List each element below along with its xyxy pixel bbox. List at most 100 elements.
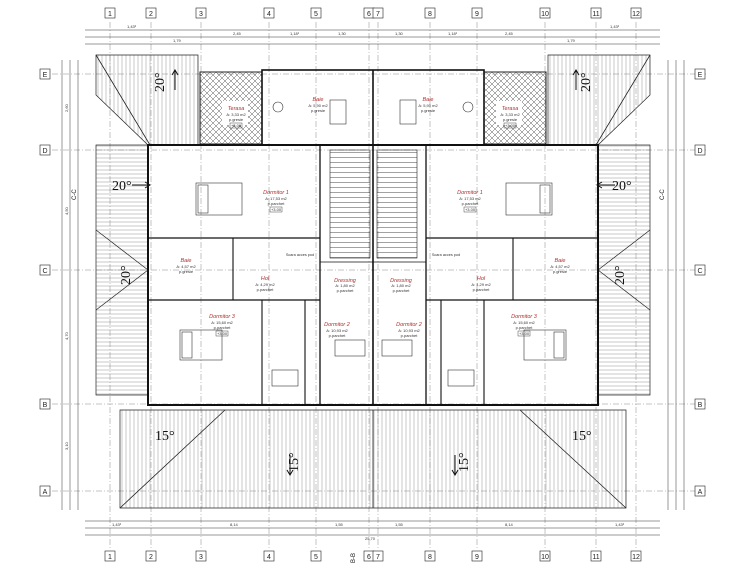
room-dressing-left: Dressing A: 1,80 m2 p.parchet (334, 278, 357, 293)
svg-text:A: 15,60 m2: A: 15,60 m2 (211, 320, 233, 325)
svg-text:8,14: 8,14 (230, 522, 239, 527)
svg-text:+3.00: +3.00 (519, 331, 530, 336)
room-dressing-right: Dressing A: 1,80 m2 p.parchet (390, 278, 413, 293)
column-labels-bottom: 1 2 3 4 5 6 7 8 9 10 11 12 (104, 550, 642, 562)
walls (147, 69, 599, 406)
svg-text:+3.00: +3.00 (231, 123, 242, 128)
svg-text:4,50: 4,50 (64, 206, 69, 215)
column-label: 12 (630, 7, 642, 19)
svg-text:Scara acces pod: Scara acces pod (286, 253, 314, 257)
svg-text:6: 6 (367, 11, 371, 18)
svg-text:p.gresie: p.gresie (311, 108, 326, 113)
svg-text:20°: 20° (119, 265, 134, 285)
svg-text:20°: 20° (112, 179, 132, 194)
svg-text:20°: 20° (153, 72, 168, 92)
svg-text:Dormitor 1: Dormitor 1 (263, 190, 289, 196)
svg-text:5: 5 (314, 554, 318, 561)
svg-text:p.parchet: p.parchet (473, 287, 491, 292)
svg-text:A: 3,33 m2: A: 3,33 m2 (500, 112, 520, 117)
column-label: 9 (471, 7, 483, 19)
svg-text:2,45: 2,45 (505, 31, 514, 36)
svg-text:15°: 15° (457, 452, 472, 472)
section-markers: C-C C-C B-B (72, 189, 666, 563)
column-label: 10 (539, 550, 551, 562)
svg-text:15°: 15° (572, 429, 592, 444)
column-label: 1 (104, 550, 116, 562)
svg-text:3: 3 (199, 554, 203, 561)
svg-text:7: 7 (376, 554, 380, 561)
column-label: 7 (372, 7, 384, 19)
column-label: 8 (424, 7, 436, 19)
svg-text:+3.00: +3.00 (465, 207, 476, 212)
stairs-left (329, 149, 371, 259)
svg-text:4: 4 (267, 554, 271, 561)
svg-text:Baie: Baie (180, 258, 191, 264)
bottom-dimensions: 1,43² 8,14 1,55 1,55 8,14 1,43² 25,70 (112, 522, 625, 541)
svg-text:+3.00: +3.00 (505, 123, 516, 128)
svg-text:A: 4,29 m2: A: 4,29 m2 (471, 282, 491, 287)
svg-text:C: C (697, 268, 702, 275)
svg-text:20°: 20° (612, 179, 632, 194)
column-label: 3 (195, 550, 207, 562)
svg-text:Scara acces pod: Scara acces pod (432, 253, 460, 257)
room-dormitor3-right: Dormitor 3 A: 15,60 m2 p.parchet +3.00 (511, 314, 538, 337)
svg-text:1,18¹: 1,18¹ (448, 31, 458, 36)
slope-markers: 20° 20° 20° 20° 20° 20° 15° 15° 15° 15° (112, 69, 632, 476)
stairs-right (376, 149, 418, 259)
svg-text:10: 10 (541, 554, 549, 561)
room-terasa-right: Terasa A: 3,33 m2 p.gresie +3.00 (500, 106, 520, 129)
column-label: 4 (263, 550, 275, 562)
svg-text:6: 6 (367, 554, 371, 561)
furniture (179, 99, 567, 387)
roof-bottom (119, 409, 627, 509)
room-baie-top-right: Baie A: 5,90 m2 p.gresie (418, 97, 438, 113)
svg-text:11: 11 (592, 11, 599, 18)
room-hol-left: Hol A: 4,29 m2 p.parchet (255, 276, 275, 292)
svg-text:A: 4,29 m2: A: 4,29 m2 (255, 282, 275, 287)
svg-text:A: 1,80 m2: A: 1,80 m2 (391, 283, 411, 288)
svg-text:Dormitor 3: Dormitor 3 (511, 314, 538, 320)
column-label: 2 (145, 550, 157, 562)
svg-text:A: 4,57 m2: A: 4,57 m2 (550, 264, 570, 269)
svg-text:Dressing: Dressing (390, 278, 413, 284)
svg-text:Baie: Baie (554, 258, 565, 264)
svg-text:8,14: 8,14 (505, 522, 514, 527)
svg-text:1,79: 1,79 (567, 38, 576, 43)
column-label: 12 (630, 550, 642, 562)
svg-text:p.parchet: p.parchet (268, 201, 286, 206)
column-label: 7 (372, 550, 384, 562)
svg-text:4,70: 4,70 (64, 331, 69, 340)
svg-text:p.parchet: p.parchet (257, 287, 275, 292)
svg-text:p.parchet: p.parchet (214, 325, 232, 330)
column-label: 2 (145, 7, 157, 19)
column-label: 6 (363, 550, 375, 562)
svg-text:1,43²: 1,43² (615, 522, 625, 527)
svg-text:A: 17,53 m2: A: 17,53 m2 (265, 196, 287, 201)
svg-text:1,79: 1,79 (173, 38, 182, 43)
room-dormitor2-right: Dormitor 2 A: 10,93 m2 p.parchet (396, 322, 422, 338)
svg-text:1,55: 1,55 (395, 522, 404, 527)
svg-text:8: 8 (428, 11, 432, 18)
svg-text:C-C: C-C (660, 189, 666, 200)
svg-text:D: D (697, 148, 702, 155)
room-dormitor1-left: Dormitor 1 A: 17,53 m2 p.parchet +3.00 (263, 190, 289, 213)
svg-text:9: 9 (475, 11, 479, 18)
stair-access-labels: Scara acces pod Scara acces pod (286, 253, 460, 257)
svg-text:A: 5,90 m2: A: 5,90 m2 (308, 103, 328, 108)
svg-text:Hol: Hol (477, 276, 486, 282)
svg-text:2: 2 (149, 554, 153, 561)
svg-text:3: 3 (199, 11, 203, 18)
svg-text:A: 4,57 m2: A: 4,57 m2 (176, 264, 196, 269)
svg-text:20°: 20° (613, 265, 628, 285)
column-label: 11 (590, 7, 602, 19)
svg-text:25,70: 25,70 (365, 536, 376, 541)
column-labels-top: 1 2 3 4 5 6 7 8 9 10 11 12 (104, 7, 642, 19)
room-hol-right: Hol A: 4,29 m2 p.parchet (471, 276, 491, 292)
svg-text:p.parchet: p.parchet (462, 201, 480, 206)
svg-text:A: 15,60 m2: A: 15,60 m2 (513, 320, 535, 325)
svg-text:Dormitor 2: Dormitor 2 (396, 322, 422, 328)
svg-text:Baie: Baie (312, 97, 323, 103)
svg-text:p.gresie: p.gresie (179, 269, 194, 274)
svg-text:1,18¹: 1,18¹ (290, 31, 300, 36)
